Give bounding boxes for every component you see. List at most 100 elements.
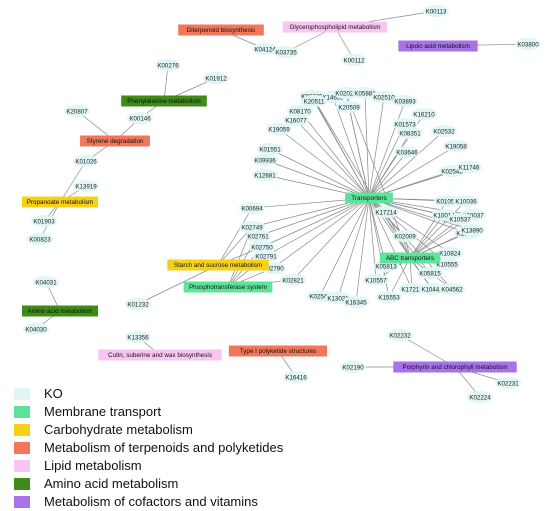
svg-text:Phenylalanine metabolism: Phenylalanine metabolism [127,98,201,105]
legend-swatch-terpenoids [14,441,30,454]
ko-node-k10824: K10824 [437,247,463,259]
svg-text:K01551: K01551 [259,146,281,153]
edge-k02749-starch [217,226,253,266]
ko-node-k02532: K02532 [431,125,457,137]
ko-node-k01551: K01551 [257,143,283,155]
legend-swatch-amino-acid [14,477,30,490]
ko-node-k08170: K08170 [287,105,313,117]
svg-text:K02026: K02026 [335,90,357,97]
svg-text:K04562: K04562 [441,286,463,293]
svg-text:K20509: K20509 [338,104,360,111]
ko-node-k10442: K10442 [419,283,445,295]
svg-text:K02749: K02749 [241,224,263,231]
svg-text:K08351: K08351 [399,130,421,137]
svg-text:Diterpenoid biosynthesis: Diterpenoid biosynthesis [187,27,256,34]
svg-text:K17215: K17215 [401,286,423,293]
svg-text:K02821: K02821 [282,277,304,284]
pathway-node-pts: Phosphotransferase system [183,281,273,293]
svg-text:K13021: K13021 [327,295,349,302]
legend-swatch-cofactors [14,495,30,508]
ko-node-k02231: K02231 [495,377,521,389]
ko-node-k05815: K05815 [417,267,443,279]
pathway-node-abc: ABC transporters [379,252,441,264]
pathway-node-typeI: Type I polyketide structures [228,345,328,357]
svg-text:K08170: K08170 [289,108,311,115]
ko-node-k16210: K16210 [411,108,437,120]
svg-text:K10036: K10036 [455,198,477,205]
svg-text:K02791: K02791 [255,253,277,260]
ko-node-k04562: K04562 [439,283,465,295]
ko-node-k01026: K01026 [73,155,99,167]
svg-text:K02543: K02543 [441,168,463,175]
ko-node-k04031: K04031 [33,276,59,288]
ko-node-k01912: K01912 [203,72,229,84]
svg-text:ABC transporters: ABC transporters [386,255,434,262]
svg-text:K16077: K16077 [285,117,307,124]
svg-text:K10537: K10537 [449,216,471,223]
edge-k20511-transporters [313,100,370,199]
ko-node-k20511: K20511 [301,95,327,107]
pathway-node-lipoic: Lipoic acid metabolism [398,40,478,52]
svg-text:Lipoic acid metabolism: Lipoic acid metabolism [406,43,470,50]
ko-node-k00694: K00694 [239,202,265,214]
legend-label-terpenoids: Metabolism of terpenoids and polyketides [44,440,284,455]
ko-node-k01903: K01903 [31,215,57,227]
svg-text:K01026: K01026 [75,158,97,165]
legend-item-ko: KO [14,385,344,402]
ko-node-k02232: K02232 [387,329,413,341]
edge-k10537-abc [409,218,461,259]
edge-k08170-transporters [299,110,370,199]
pathway-node-transporters: Transporters [345,192,393,204]
svg-text:K02761: K02761 [247,233,269,240]
edge-k01026-propanoate [59,160,87,203]
edge-k02790-transporters [272,197,370,269]
svg-text:K02009: K02009 [394,233,416,240]
edge-k13021-transporters [337,197,370,299]
ko-node-k01056: K01056 [434,195,460,207]
svg-text:K11746: K11746 [459,164,480,171]
svg-text:K04124: K04124 [254,46,276,53]
edge-k08351-transporters [368,132,411,199]
edge-k00276-phenylalanine [163,64,169,102]
ko-node-k08351: K08351 [397,127,423,139]
ko-node-k19058: K19058 [443,140,469,152]
svg-text:K10555: K10555 [436,261,458,268]
svg-text:K01903: K01903 [33,218,55,225]
edge-k16077-transporters [295,119,370,199]
pathway-node-cutin: Cutin, suberine and wax biosynthesis [98,349,222,361]
ko-node-k02026: K02026 [333,87,359,99]
edge-k00694-starch [217,207,253,266]
ko-node-k00823: K00823 [27,233,53,245]
legend-swatch-carbohydrate [14,423,30,436]
legend-item-membrane-transport: Membrane transport [14,403,344,420]
legend-label-cofactors: Metabolism of cofactors and vitamins [44,494,258,509]
legend-label-ko: KO [44,386,63,401]
ko-node-k03893: K03893 [392,95,418,107]
edge-k19059-transporters [278,128,370,199]
svg-text:K00276: K00276 [157,62,179,69]
svg-text:K16345: K16345 [345,299,367,306]
svg-text:K19058: K19058 [445,143,467,150]
edge-k10014-abc [409,214,445,259]
edge-k02510-transporters [368,96,385,199]
svg-text:K12681: K12681 [254,172,276,179]
svg-text:Porphyrin and chlorophyll meta: Porphyrin and chlorophyll metabolism [403,364,508,371]
svg-text:K20807: K20807 [66,108,88,115]
ko-node-k17214: K17214 [373,206,399,218]
legend-label-membrane-transport: Membrane transport [44,404,162,419]
svg-text:K00112: K00112 [344,57,365,64]
ko-node-k03800: K03800 [515,38,541,50]
legend-label-carbohydrate: Carbohydrate metabolism [44,422,193,437]
edge-k10036-abc [409,200,467,259]
ko-node-k02009: K02009 [392,230,418,242]
ko-node-k00146: K00146 [127,112,153,124]
ko-node-k13890: K13890 [459,224,485,236]
ko-node-k11746: K11746 [456,161,482,173]
svg-text:K05813: K05813 [375,263,397,270]
edge-k01573-transporters [368,123,406,199]
svg-text:K16210: K16210 [413,111,435,118]
ko-node-k02750: K02750 [249,241,275,253]
svg-text:K09936: K09936 [254,157,276,164]
ko-node-k00113: K00113 [423,5,449,17]
ko-node-k01573: K01573 [392,118,418,130]
